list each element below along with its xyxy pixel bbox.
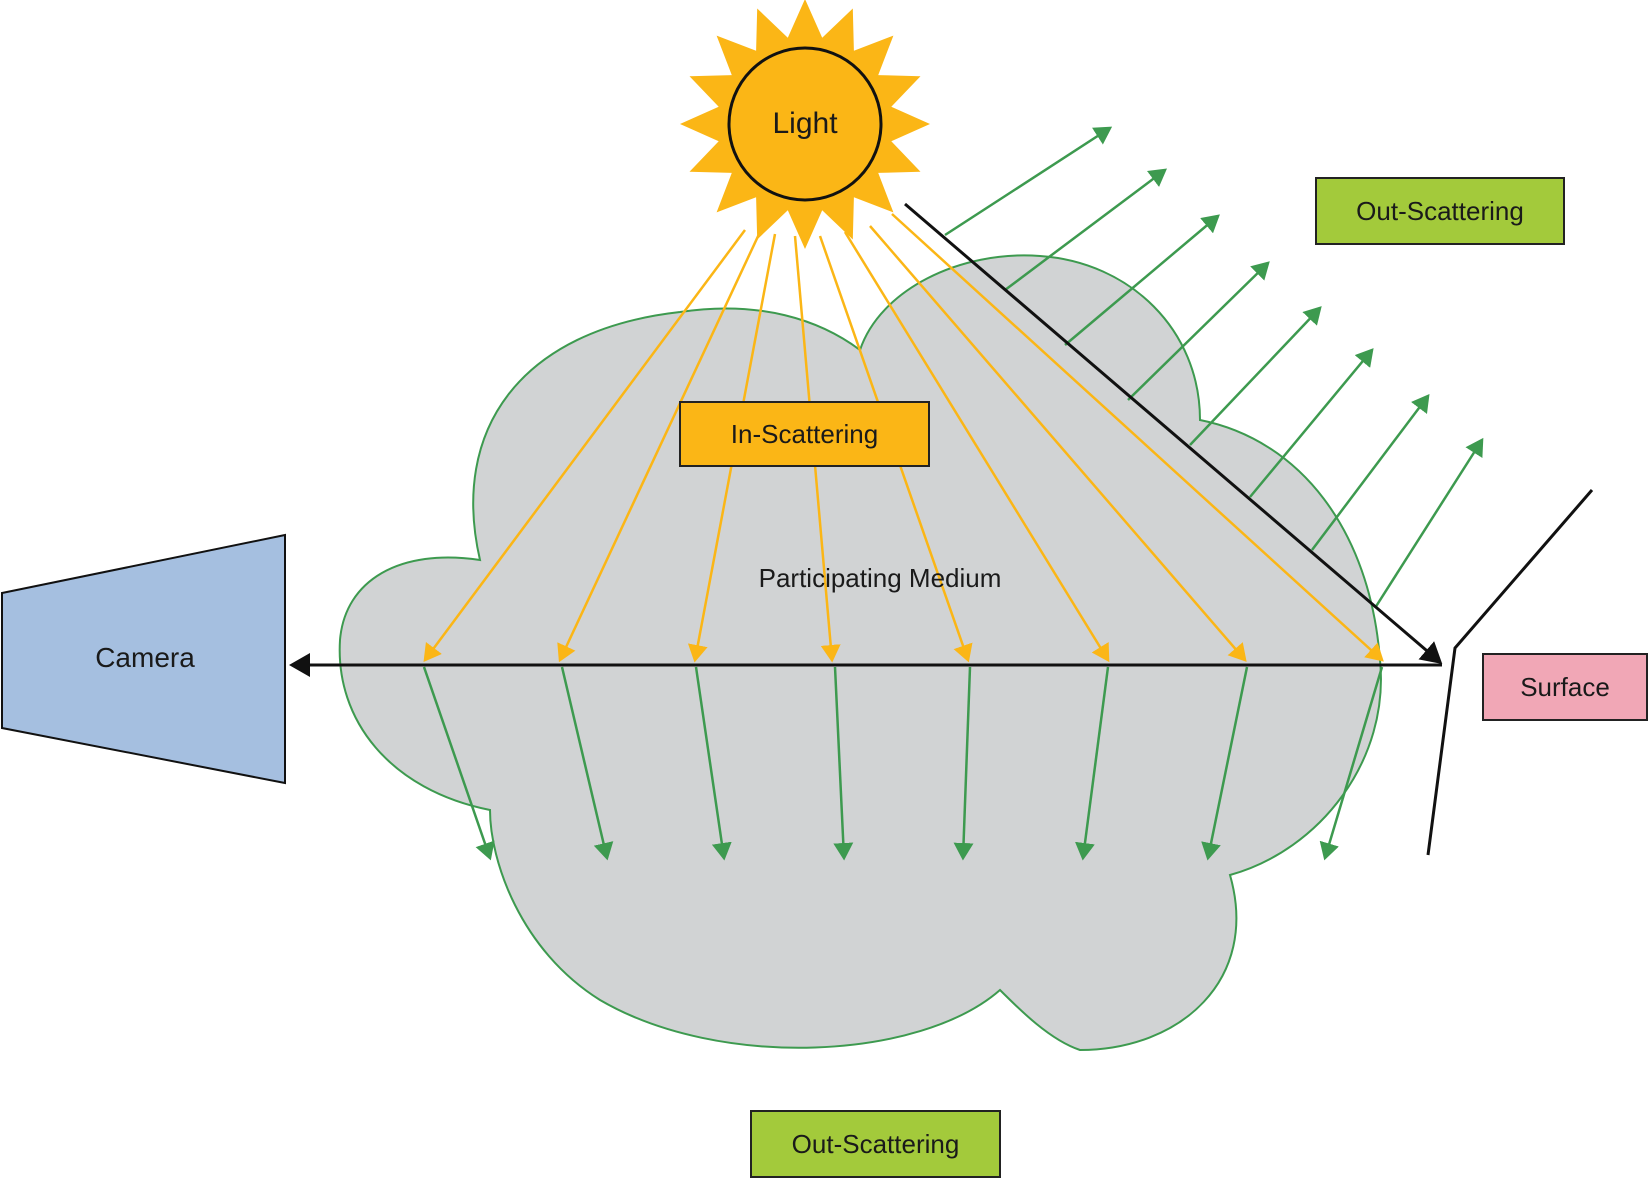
sun-icon — [680, 0, 930, 249]
out-scattering-ray — [1201, 666, 1249, 861]
out-scattering-ray — [1373, 437, 1484, 609]
out-scattering-ray — [1004, 168, 1167, 291]
out-scattering-ray — [422, 666, 495, 861]
in-scattering-ray — [557, 231, 762, 663]
out-scattering-rays-down — [422, 666, 1384, 861]
in-scattering-ray — [869, 225, 1247, 662]
out-scattering-label-bottom: Out-Scattering — [750, 1110, 1001, 1178]
participating-medium-cloud — [338, 254, 1382, 1052]
out-scattering-ray — [1189, 306, 1322, 446]
direct-light-ray — [904, 202, 1443, 664]
in-scattering-ray — [891, 213, 1384, 662]
surface-line — [1426, 489, 1594, 856]
out-scattering-ray — [1075, 666, 1110, 861]
out-scattering-ray — [694, 666, 732, 861]
out-scattering-ray — [1064, 214, 1220, 346]
out-scattering-ray — [953, 666, 974, 861]
in-scattering-label: In-Scattering — [679, 401, 930, 467]
out-scattering-ray — [1249, 348, 1374, 498]
out-scattering-label-top: Out-Scattering — [1315, 177, 1565, 245]
out-scattering-ray — [944, 126, 1113, 237]
out-scattering-rays-top — [944, 126, 1484, 609]
out-scattering-ray — [1127, 261, 1270, 401]
light-label: Light — [772, 107, 838, 140]
camera-label: Camera — [95, 642, 195, 673]
in-scattering-ray — [423, 229, 747, 663]
out-scattering-ray — [833, 666, 854, 861]
out-scattering-ray — [1311, 394, 1430, 551]
surface-label: Surface — [1482, 653, 1648, 721]
in-scattering-rays — [423, 213, 1384, 663]
out-scattering-ray — [560, 666, 614, 861]
participating-medium-label: Participating Medium — [758, 562, 1002, 593]
in-scattering-ray — [843, 231, 1110, 663]
camera-shape — [0, 533, 286, 785]
out-scattering-ray — [1319, 666, 1384, 861]
